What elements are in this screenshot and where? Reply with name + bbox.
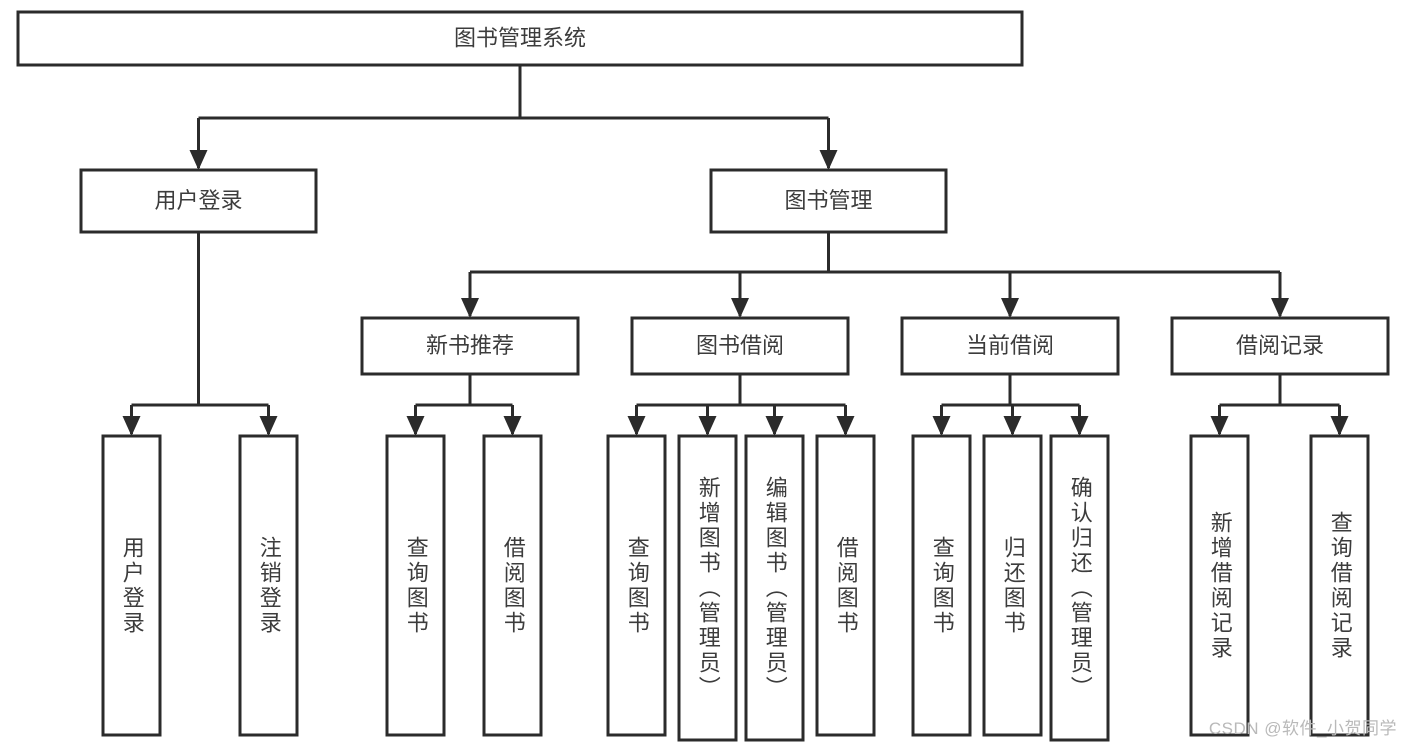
- node-box-new-book-recommend[interactable]: [360, 316, 580, 376]
- connector-layer: [122, 65, 1349, 436]
- node-box-layer: [16, 10, 1390, 742]
- node-label-book-borrow: 图书借阅: [696, 333, 784, 358]
- arrow-head-icon-borrow-record: [1271, 298, 1289, 318]
- arrow-head-icon-book-manage: [819, 150, 838, 170]
- node-label-new-book-recommend: 新书推荐: [426, 333, 514, 358]
- arrow-head-icon-leaf-logout: [259, 416, 278, 436]
- node-label-current-borrow: 当前借阅: [966, 333, 1054, 358]
- arrow-head-icon-leaf-edit-book: [765, 416, 784, 436]
- node-box-borrow-record[interactable]: [1170, 316, 1390, 376]
- arrow-head-icon-leaf-add-record: [1210, 416, 1229, 436]
- node-label-user-login: 用户登录: [154, 188, 242, 213]
- node-box-leaf-logout[interactable]: [238, 434, 299, 737]
- arrow-head-icon-leaf-add-book: [698, 416, 717, 436]
- arrow-head-icon-leaf-borrow-book-2: [836, 416, 855, 436]
- node-box-leaf-user-login[interactable]: [101, 434, 162, 737]
- node-box-leaf-borrow-book-1[interactable]: [482, 434, 543, 737]
- arrow-head-icon-user-login: [189, 150, 208, 170]
- node-box-leaf-borrow-book-2[interactable]: [815, 434, 876, 737]
- node-box-leaf-query-book-1[interactable]: [385, 434, 446, 737]
- arrow-head-icon-book-borrow: [731, 298, 749, 318]
- arrow-head-icon-leaf-confirm-return: [1070, 416, 1089, 436]
- node-box-user-login[interactable]: [79, 168, 318, 234]
- node-box-current-borrow[interactable]: [900, 316, 1120, 376]
- node-label-borrow-record: 借阅记录: [1236, 333, 1324, 358]
- arrow-head-icon-leaf-borrow-book-1: [503, 416, 522, 436]
- arrow-head-icon-leaf-query-book-1: [406, 416, 425, 436]
- arrow-head-icon-leaf-return-book: [1003, 416, 1022, 436]
- arrow-head-icon-leaf-query-book-3: [932, 416, 951, 436]
- arrow-head-icon-current-borrow: [1001, 298, 1019, 318]
- node-box-book-borrow[interactable]: [630, 316, 850, 376]
- node-box-book-manage[interactable]: [709, 168, 948, 234]
- node-box-leaf-query-book-3[interactable]: [911, 434, 972, 737]
- node-box-leaf-return-book[interactable]: [982, 434, 1043, 737]
- watermark-text: CSDN @软件_小贺同学: [1208, 719, 1397, 738]
- node-box-leaf-confirm-return[interactable]: [1049, 434, 1110, 742]
- arrow-head-icon-new-book-recommend: [461, 298, 479, 318]
- node-box-leaf-add-record[interactable]: [1189, 434, 1250, 737]
- arrow-head-icon-leaf-query-record: [1330, 416, 1349, 436]
- node-label-book-manage: 图书管理: [784, 188, 872, 213]
- arrow-head-icon-leaf-query-book-2: [627, 416, 646, 436]
- arrow-head-icon-leaf-user-login: [122, 416, 141, 436]
- node-box-leaf-query-record[interactable]: [1309, 434, 1370, 737]
- node-box-leaf-edit-book[interactable]: [744, 434, 805, 742]
- node-label-root: 图书管理系统: [454, 25, 586, 50]
- node-box-leaf-query-book-2[interactable]: [606, 434, 667, 737]
- node-box-root[interactable]: [16, 10, 1024, 67]
- node-box-leaf-add-book[interactable]: [677, 434, 738, 742]
